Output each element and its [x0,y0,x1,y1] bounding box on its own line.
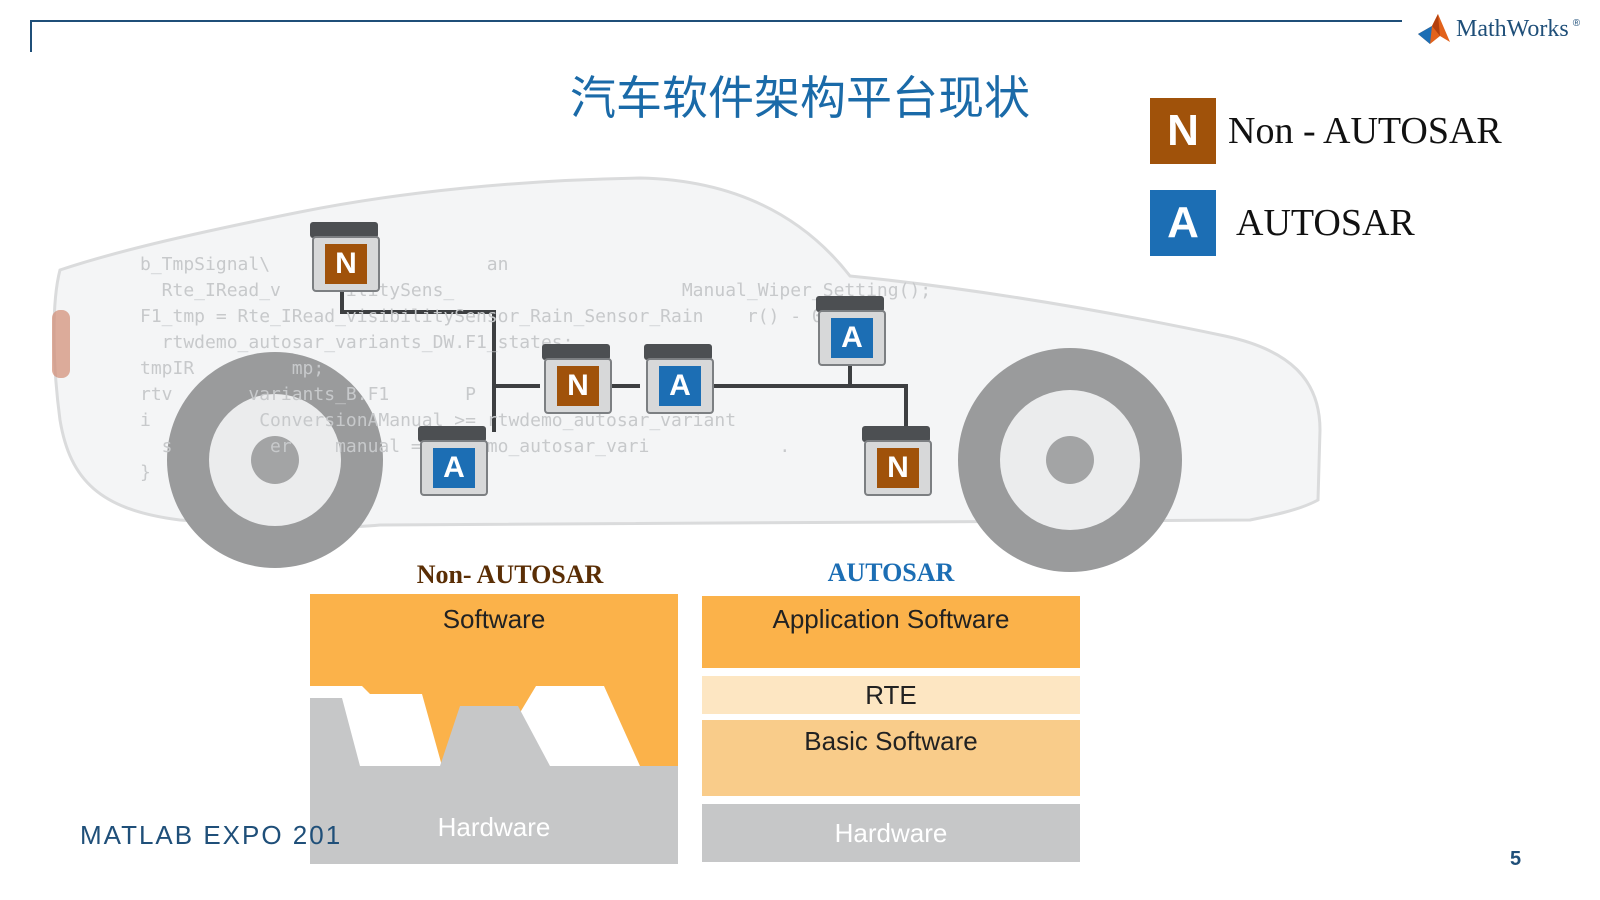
code-line: rtwdemo_autosar_variants_DW.F1_states; [140,332,574,353]
ecu-badge: N [557,366,599,406]
ecu-module: A [810,296,890,366]
ecu-connector [862,426,930,442]
ecu-module: N [304,222,384,292]
code-line: rtv variants_B.F1 P [140,384,476,405]
slide-title: 汽车软件架构平台现状 [570,72,1030,124]
membrane-icon [1418,14,1450,44]
registered-mark: ® [1572,17,1581,29]
legend: N Non - AUTOSAR A AUTOSAR [1150,98,1502,256]
ecu-connector [644,344,712,360]
ecu-module: A [638,344,718,414]
ecu-badge: A [659,366,701,406]
ecu-network-wires [340,290,908,432]
ecu-badge: A [433,448,475,488]
event-footer: MATLAB EXPO 201 [80,820,343,850]
code-line: F1_tmp = Rte_IRead_visibilitySensor_Rain… [140,306,867,327]
basic-software-layer: Basic Software [702,720,1080,796]
ecu-connector [418,426,486,442]
autosar-stack-title: AUTOSAR [827,558,955,587]
legend-label: Non - AUTOSAR [1228,110,1502,152]
ecu-badge: A [831,318,873,358]
application-software-label: Application Software [772,604,1010,634]
ecu-connector [816,296,884,312]
ecu-connector [542,344,610,360]
code-line: Rte_IRead_v ilitySens_ Manual_Wiper_Sett… [140,280,932,301]
ecu-module: N [856,426,936,496]
legend-label: AUTOSAR [1236,202,1415,244]
non-autosar-stack-title: Non- AUTOSAR [416,560,604,589]
code-watermark: b_TmpSignal\ an Rte_IRead_v ilitySens_ M… [140,252,1100,486]
non-autosar-swatch: N [1150,98,1216,164]
header-rule-tick [30,20,32,52]
mathworks-logo: MathWorks ® [1416,10,1586,48]
ecu-badge: N [877,448,919,488]
basic-software-label: Basic Software [804,726,978,756]
legend-item-autosar: A AUTOSAR [1150,190,1502,256]
page-number: 5 [1510,848,1522,870]
code-line: b_TmpSignal\ an [140,254,509,275]
rear-wheel [167,352,383,568]
software-layer-label: Software [442,604,546,634]
taillight [52,310,70,378]
rte-layer: RTE [702,676,1080,714]
ecu-module: N [536,344,616,414]
code-line: i ConversionAManual >= rtwdemo_autosar_v… [140,410,737,431]
autosar-swatch: A [1150,190,1216,256]
brand-name: MathWorks [1456,15,1569,42]
application-software-layer: Application Software [702,596,1080,668]
hardware-label: Hardware [834,818,948,848]
rte-label: RTE [865,680,917,710]
header-rule [30,20,1402,22]
non-autosar-stack-diagram [310,594,682,864]
code-line: s er manual = rtwdemo_autosar_vari . [161,436,791,457]
code-line: tmpIR mp; [140,358,325,379]
ecu-module: A [412,426,492,496]
hardware-layer-label: Hardware [437,812,551,842]
legend-item-non-autosar: N Non - AUTOSAR [1150,98,1502,164]
ecu-badge: N [325,244,367,284]
code-line: } [140,462,151,483]
ecu-connector [310,222,378,238]
hardware-layer: Hardware [702,804,1080,862]
front-wheel [958,348,1182,572]
